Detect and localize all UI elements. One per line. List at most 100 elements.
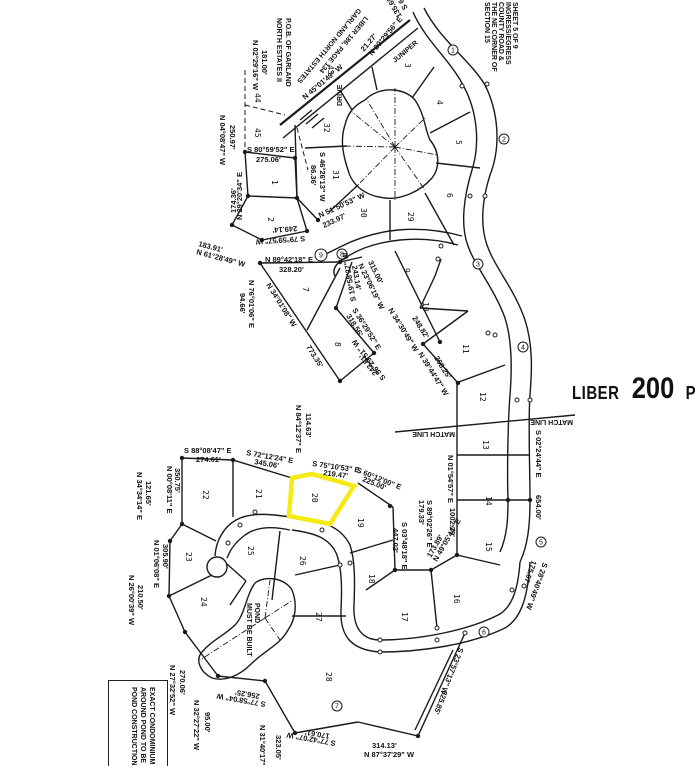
pond-north [341,89,439,199]
svg-text:210.50': 210.50' [136,585,145,610]
svg-text:174.36': 174.36' [229,188,238,213]
lot-43: 43 [326,65,335,75]
page-label: PAGE [685,383,695,404]
lot-20: 20 [310,493,319,503]
svg-text:4: 4 [521,345,525,352]
curve-marker-7: 7 [331,700,343,712]
svg-text:COUNTY ROAD &: COUNTY ROAD & [497,2,504,61]
lot-15: 15 [484,542,493,552]
svg-text:181.00': 181.00' [260,50,269,75]
svg-text:274.61': 274.61' [196,455,221,464]
svg-text:1002.29': 1002.29' [448,508,457,537]
svg-text:AROUND POND TO BE DETERMINED: AROUND POND TO BE DETERMINED [139,687,146,765]
svg-text:SECTION 15: SECTION 15 [483,2,490,43]
svg-text:N 04°08'47" W: N 04°08'47" W [218,115,227,166]
svg-text:95.00': 95.00' [203,712,212,733]
svg-text:N 34°30'49" W: N 34°30'49" W [386,306,421,354]
svg-text:N 26°00'39" W: N 26°00'39" W [127,575,136,626]
pob-note: P.O.B. OF GARLAND NORTH ESTATES II [275,18,291,87]
svg-text:S 02°24'44" E: S 02°24'44" E [534,430,543,478]
svg-text:S 46°26'13" W: S 46°26'13" W [318,152,327,203]
curve-marker-8: 8 [336,248,348,260]
liber-label: LIBER [572,383,620,404]
road-south-main-inner [291,529,531,653]
lot-12: 12 [478,392,487,402]
svg-text:SHEET 5 OF 9: SHEET 5 OF 9 [511,2,518,49]
road-inner-edge-north [412,11,512,553]
svg-text:323.05': 323.05' [274,735,283,760]
lot-30: 30 [359,208,368,218]
road-loop-south-outer [214,513,291,557]
svg-text:N 87°37'29" W: N 87°37'29" W [364,750,415,759]
curve-marker-9: 9 [314,248,328,262]
lot-20-highlight [286,471,358,527]
svg-text:N 27°32'52" W: N 27°32'52" W [168,665,177,716]
lot-25: 25 [246,546,255,556]
bearing-labels: N 02°29'16" W 181.00' N 04°08'47" W 250.… [127,0,550,765]
lot-13: 13 [481,440,490,450]
svg-text:8: 8 [340,252,344,259]
lot-31: 31 [331,170,340,180]
svg-text:219.47': 219.47' [323,468,349,480]
lot-26: 26 [298,556,307,566]
curve-marker-5: 5 [535,536,547,548]
svg-text:MATCH LINE: MATCH LINE [530,418,573,425]
lot-18: 18 [367,574,376,584]
svg-text:305.90': 305.90' [161,544,170,569]
sheet-note: SHEET 5 OF 9 INGRESS/EGRESS COUNTY ROAD … [483,2,518,72]
lot-11: 11 [461,344,470,354]
svg-text:MATCH LINE: MATCH LINE [412,430,455,437]
lot-17: 17 [400,612,409,622]
svg-text:314.13': 314.13' [372,741,397,750]
svg-text:86.36': 86.36' [309,165,318,186]
lot-6: 6 [445,193,454,198]
svg-text:S 03°48'18" E: S 03°48'18" E [400,522,409,570]
svg-text:N 34°01'08" W: N 34°01'08" W [264,281,299,329]
pond-south-radials [199,579,294,661]
svg-text:EXACT CONDOMINIUM BOUNDARY: EXACT CONDOMINIUM BOUNDARY [148,687,155,765]
curve-marker-6: 6 [478,626,490,638]
lot-3: 3 [403,63,412,68]
svg-text:270.06': 270.06' [178,670,187,695]
svg-text:94.66': 94.66' [238,293,247,314]
svg-text:249.14': 249.14' [272,224,298,235]
juniper-drive-edge [282,27,419,139]
lot-44: 44 [253,93,262,103]
svg-text:256.25': 256.25' [234,688,260,701]
road-loop-north-inner [317,228,463,259]
lot-22: 22 [201,490,210,500]
svg-text:DRIVE: DRIVE [337,84,344,106]
lot-8: 8 [333,342,342,347]
liber-page-stamp: LIBER200PAGE [572,372,695,406]
curve-marker-2: 2 [498,133,510,145]
svg-text:N 29°20'34" E: N 29°20'34" E [235,172,244,220]
cul-de-sac [206,556,228,578]
curve-marker-4: 4 [517,341,529,353]
svg-text:N 84°12'37" E: N 84°12'37" E [294,405,303,453]
svg-text:N 01°54'57" E: N 01°54'57" E [446,455,455,503]
svg-text:121.65': 121.65' [144,481,153,506]
svg-text:3: 3 [476,262,480,269]
svg-text:5: 5 [539,540,543,547]
svg-text:773.35': 773.35' [304,343,325,369]
svg-text:N 76°01'06" E: N 76°01'06" E [247,280,256,328]
lot-1: 1 [270,180,279,185]
road-south-main-outer [289,516,521,641]
lot-23: 23 [184,552,193,562]
lot-4: 4 [435,100,444,105]
svg-text:THE NE CORNER OF: THE NE CORNER OF [490,2,497,72]
svg-text:2: 2 [502,137,506,144]
svg-text:N 00°08'11" E: N 00°08'11" E [165,466,174,514]
lot-29: 29 [406,212,415,222]
match-line [394,414,576,433]
easement-note: EXACT CONDOMINIUM BOUNDARY AROUND POND T… [130,687,155,765]
svg-text:N 32°27'22" W: N 32°27'22" W [192,700,201,751]
svg-text:350.75': 350.75' [173,468,182,493]
svg-text:625.85': 625.85' [432,689,450,715]
svg-text:N 89°42'18" E: N 89°42'18" E [265,255,313,264]
lot-lines-south [168,382,530,737]
curve-marker-1: 1 [447,44,459,56]
lot-45: 45 [253,128,262,138]
svg-text:345.06': 345.06' [254,457,280,470]
curve-marker-3: 3 [472,258,484,270]
